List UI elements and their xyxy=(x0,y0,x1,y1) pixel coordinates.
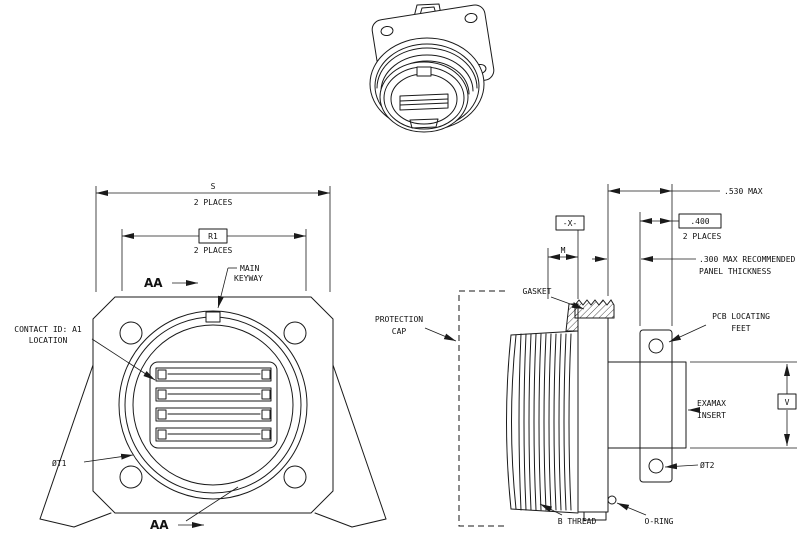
dim-400-places-label: 2 PLACES xyxy=(683,232,722,241)
gasket-section xyxy=(574,299,615,319)
protection-cap-callout: PROTECTION CAP xyxy=(375,315,457,342)
section-aa-bottom-label: AA xyxy=(150,518,169,532)
threaded-barrel-section xyxy=(506,303,579,514)
dim-400-label: .400 xyxy=(690,217,709,226)
dim-s-label: S xyxy=(211,182,216,191)
dim-530: .530 MAX xyxy=(607,184,763,326)
pcb-foot-hole-icon xyxy=(648,458,664,474)
contact-id-label-line2: LOCATION xyxy=(29,336,68,345)
bolt-hole-icon xyxy=(283,321,307,345)
pcb-feet-label-line2: FEET xyxy=(731,324,750,333)
contact-slot-row xyxy=(155,387,272,402)
dim-530-label: .530 MAX xyxy=(724,187,763,196)
contact-slot-row xyxy=(155,427,272,442)
dim-t2: ØT2 xyxy=(664,460,715,470)
flange-section xyxy=(577,317,609,513)
datum-x: -X- xyxy=(555,215,585,299)
pcb-foot-hole-icon xyxy=(648,338,664,354)
b-thread-callout: B THREAD xyxy=(539,503,597,526)
pcb-feet-callout: PCB LOCATING FEET xyxy=(668,312,770,343)
section-aa-top-label: AA xyxy=(144,276,163,290)
dim-v-label: V xyxy=(785,398,790,407)
contact-id-callout: CONTACT ID: A1 LOCATION xyxy=(14,325,156,381)
keyway-notch xyxy=(416,66,432,77)
o-ring-callout: O-RING xyxy=(616,502,674,526)
contact-slot-row xyxy=(155,367,272,382)
main-keyway-label-line2: KEYWAY xyxy=(234,274,263,283)
dim-r1-places-label: 2 PLACES xyxy=(194,246,233,255)
dim-t1: ØT1 xyxy=(52,453,134,468)
left-wing xyxy=(39,364,112,528)
pcb-feet-label-line1: PCB LOCATING xyxy=(712,312,770,321)
dim-m-label: M xyxy=(561,246,566,255)
flange-bottom-step xyxy=(583,511,607,521)
connector-face xyxy=(379,61,469,133)
shell-outer-ring xyxy=(118,310,308,500)
contact-id-label-line1: CONTACT ID: A1 xyxy=(14,325,82,334)
bolt-hole-icon xyxy=(119,465,143,489)
gasket-label: GASKET xyxy=(523,287,552,296)
examax-label-line1: EXAMAX xyxy=(697,399,726,408)
dim-t1-label: ØT1 xyxy=(52,458,67,468)
b-thread-label: B THREAD xyxy=(558,517,597,526)
dim-400: .400 2 PLACES xyxy=(639,212,722,326)
examax-insert-callout: EXAMAX INSERT xyxy=(688,399,726,420)
front-view: S 2 PLACES R1 2 PLACES AA AA MAIN KEYWAY xyxy=(14,182,387,532)
dim-s: S 2 PLACES xyxy=(95,182,331,292)
examax-insert-body xyxy=(607,361,687,449)
examax-label-line2: INSERT xyxy=(697,411,726,420)
panel-note-line2: PANEL THICKNESS xyxy=(699,267,771,276)
bolt-hole-icon xyxy=(283,465,307,489)
o-ring-label: O-RING xyxy=(645,517,674,526)
dim-t2-label: ØT2 xyxy=(700,460,715,470)
contact-slot-row xyxy=(155,407,272,422)
dim-m: M xyxy=(547,246,578,299)
insert-outline xyxy=(149,361,278,449)
protection-cap-label-line1: PROTECTION xyxy=(375,315,423,324)
gasket-callout: GASKET xyxy=(523,287,585,310)
side-view: .530 MAX .400 2 PLACES .300 MAX RECOMMEN… xyxy=(375,184,797,527)
protection-cap-label-line2: CAP xyxy=(392,327,407,336)
bottom-slot xyxy=(409,118,439,129)
section-aa-bottom: AA xyxy=(150,486,239,532)
bolt-hole-icon xyxy=(119,321,143,345)
main-keyway-callout: MAIN KEYWAY xyxy=(217,264,263,309)
right-wing xyxy=(314,364,387,528)
section-aa-top: AA xyxy=(144,276,198,290)
dim-r1-label: R1 xyxy=(208,232,218,241)
main-keyway-label-line1: MAIN xyxy=(240,264,259,273)
thread-arc xyxy=(376,47,478,89)
panel-thickness-note: .300 MAX RECOMMENDED PANEL THICKNESS xyxy=(592,255,796,276)
o-ring-section xyxy=(607,495,617,505)
panel-note-line1: .300 MAX RECOMMENDED xyxy=(699,255,796,264)
main-keyway-notch xyxy=(205,311,221,323)
dim-r1: R1 2 PLACES xyxy=(121,228,307,291)
dim-s-places-label: 2 PLACES xyxy=(194,198,233,207)
datum-x-label: -X- xyxy=(563,219,577,228)
dim-v: V xyxy=(690,361,797,449)
isometric-view xyxy=(369,3,495,133)
protection-cap-outline xyxy=(458,290,505,527)
